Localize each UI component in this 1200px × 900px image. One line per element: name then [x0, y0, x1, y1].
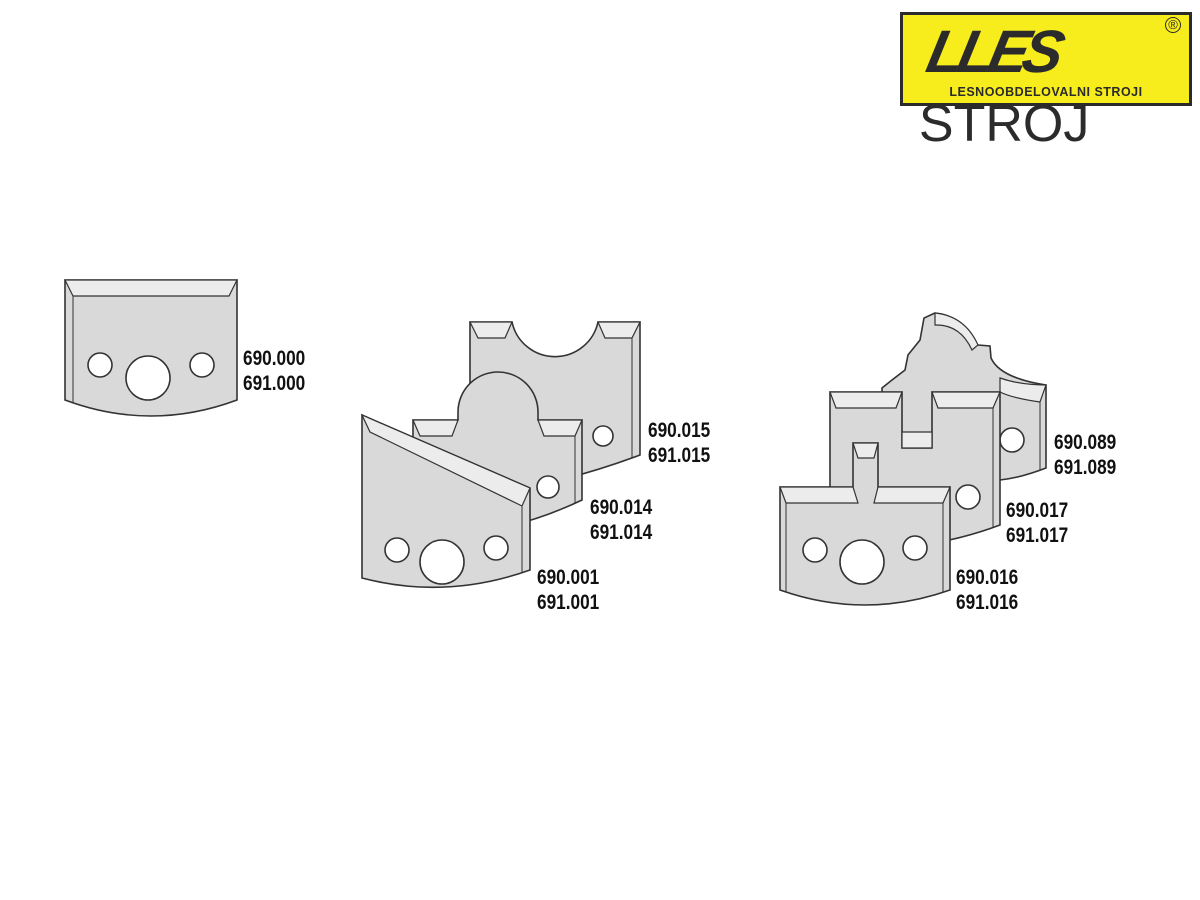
code-690: 690.016 — [956, 566, 1019, 589]
code-691: 691.017 — [1006, 524, 1069, 547]
code-691: 691.014 — [590, 521, 653, 544]
registered-mark: ® — [1165, 17, 1181, 33]
code-691: 691.015 — [648, 444, 711, 467]
knife-690-000 — [64, 279, 238, 417]
code-691: 691.000 — [243, 372, 306, 395]
lesstroj-logo: LLESSTROJ ® LESNOOBDELOVALNI STROJI — [900, 12, 1192, 153]
code-691: 691.016 — [956, 591, 1019, 614]
code-690: 690.014 — [590, 496, 653, 519]
code-690: 690.089 — [1054, 431, 1117, 454]
code-690: 690.017 — [1006, 499, 1069, 522]
code-690: 690.015 — [648, 419, 711, 442]
code-691: 691.089 — [1054, 456, 1117, 479]
code-690: 690.001 — [537, 566, 600, 589]
knife-690-016 — [779, 442, 951, 606]
code-690: 690.000 — [243, 347, 306, 370]
knife-690-001 — [360, 413, 531, 589]
logo-tagline: LESNOOBDELOVALNI STROJI — [949, 85, 1143, 99]
code-691: 691.001 — [537, 591, 600, 614]
